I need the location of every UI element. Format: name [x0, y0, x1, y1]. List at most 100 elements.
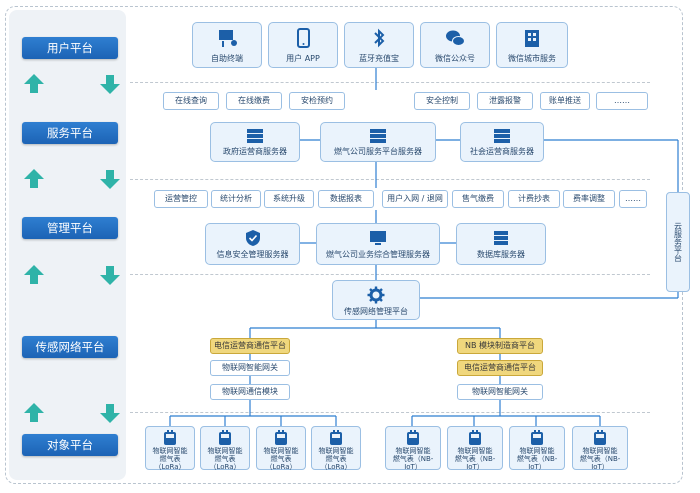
management-function: 统计分析 [211, 190, 261, 208]
user-card-wechat-city-service: 微信城市服务 [496, 22, 568, 68]
service-function: 安检预约 [289, 92, 345, 110]
service-function: 在线缴费 [226, 92, 282, 110]
user-card-label: 蓝牙充值宝 [359, 54, 399, 63]
management-function: 计费抄表 [508, 190, 560, 208]
user-card-user-app: 用户 APP [268, 22, 338, 68]
gas-meter-icon [330, 430, 342, 445]
gas-meter-lora: 物联网智能 燃气表（LoRa） [200, 426, 250, 471]
meter-label-line1: 物联网智能 [152, 447, 188, 455]
user-card-label: 自助终端 [211, 54, 243, 63]
gas-meter-icon [594, 430, 606, 445]
gas-meter-icon [531, 430, 543, 445]
gas-meter-icon [407, 430, 419, 445]
meter-label-line2: 燃气表（NB-IoT） [392, 455, 434, 471]
tier-object-platform: 对象平台 [22, 434, 118, 456]
gas-meter-lora: 物联网智能 燃气表（LoRa） [145, 426, 195, 471]
tier-management-platform: 管理平台 [22, 217, 118, 239]
management-function: 费率调整 [563, 190, 615, 208]
server-icon [247, 129, 263, 143]
gas-meter-icon [164, 430, 176, 445]
gas-meter-icon [469, 430, 481, 445]
service-function: 安全控制 [414, 92, 470, 110]
gas-meter-nb-iot: 物联网智能 燃气表（NB-IoT） [509, 426, 565, 471]
user-card-self-service-terminal: 自助终端 [192, 22, 262, 68]
iot-smart-gateway: 物联网智能网关 [210, 360, 290, 376]
telecom-carrier-platform: 电信运营商通信平台 [210, 338, 290, 354]
gas-meter-lora: 物联网智能 燃气表（LoRa） [256, 426, 306, 471]
meter-label-line1: 物联网智能 [457, 447, 493, 455]
meter-label-line1: 物联网智能 [318, 447, 354, 455]
server-gas-company-service-platform: 燃气公司服务平台服务器 [320, 122, 436, 162]
database-icon [494, 231, 508, 245]
wechat-icon [446, 30, 465, 46]
server-database: 数据库服务器 [456, 223, 546, 265]
server-gas-company-business-management: 燃气公司业务综合管理服务器 [316, 223, 440, 265]
server-social-operator: 社会运营商服务器 [460, 122, 544, 162]
iot-smart-gateway: 物联网智能网关 [457, 384, 543, 400]
separator [130, 412, 650, 413]
meter-label-line2: 燃气表（LoRa） [209, 455, 241, 471]
server-label: 数据库服务器 [477, 250, 525, 259]
server-label: 社会运营商服务器 [470, 147, 534, 156]
management-function: 售气缴费 [452, 190, 504, 208]
gas-meter-nb-iot: 物联网智能 燃气表（NB-IoT） [385, 426, 441, 471]
sensing-network-management-platform: 传感网络管理平台 [332, 280, 420, 320]
meter-label-line2: 燃气表（NB-IoT） [579, 455, 621, 471]
meter-label-line1: 物联网智能 [582, 447, 618, 455]
server-label: 燃气公司业务综合管理服务器 [326, 250, 430, 259]
meter-label-line1: 物联网智能 [263, 447, 299, 455]
gear-icon [367, 286, 385, 304]
bluetooth-icon [374, 28, 385, 48]
user-card-wechat-official: 微信公众号 [420, 22, 490, 68]
shield-icon [245, 230, 260, 246]
gas-meter-lora: 物联网智能 燃气表（LoRa） [311, 426, 361, 471]
meter-label-line2: 燃气表（NB-IoT） [516, 455, 558, 471]
server-icon [370, 129, 386, 143]
self-service-terminal-icon [219, 30, 237, 47]
meter-label-line2: 燃气表（LoRa） [265, 455, 297, 471]
gas-meter-nb-iot: 物联网智能 燃气表（NB-IoT） [572, 426, 628, 471]
server-label: 燃气公司服务平台服务器 [334, 147, 422, 156]
monitor-icon [370, 231, 386, 245]
tier-sensing-network-platform: 传感网络平台 [22, 336, 118, 358]
tier-user-platform: 用户平台 [22, 37, 118, 59]
meter-label-line2: 燃气表（NB-IoT） [454, 455, 496, 471]
meter-label-line1: 物联网智能 [395, 447, 431, 455]
up-down-arrows-icon [24, 169, 120, 189]
mobile-phone-icon [297, 28, 310, 48]
management-function: 数据报表 [318, 190, 374, 208]
meter-label-line2: 燃气表（LoRa） [154, 455, 186, 471]
user-card-bluetooth-recharge: 蓝牙充值宝 [344, 22, 414, 68]
server-info-security: 信息安全管理服务器 [205, 223, 300, 265]
server-label: 政府运营商服务器 [223, 147, 287, 156]
separator [130, 179, 650, 180]
up-down-arrows-icon [24, 74, 120, 94]
up-down-arrows-icon [24, 403, 120, 423]
server-icon [494, 129, 510, 143]
separator [130, 274, 650, 275]
service-function: 泄露报警 [477, 92, 533, 110]
up-down-arrows-icon [24, 265, 120, 285]
gas-meter-nb-iot: 物联网智能 燃气表（NB-IoT） [447, 426, 503, 471]
meter-label-line1: 物联网智能 [519, 447, 555, 455]
cloud-service-platform: 云服务平台 [666, 192, 690, 292]
server-label: 信息安全管理服务器 [216, 250, 289, 259]
iot-communication-module: 物联网通信模块 [210, 384, 290, 400]
gas-meter-icon [275, 430, 287, 445]
management-function: 用户入网 / 退网 [382, 190, 448, 208]
service-function: 账单推送 [540, 92, 590, 110]
management-function: 系统升级 [264, 190, 314, 208]
user-card-label: 用户 APP [286, 54, 320, 63]
separator [130, 82, 650, 83]
gas-meter-icon [219, 430, 231, 445]
platform-label: 传感网络管理平台 [344, 307, 408, 316]
management-function: …… [619, 190, 647, 208]
tier-service-platform: 服务平台 [22, 122, 118, 144]
service-function: …… [596, 92, 648, 110]
meter-label-line2: 燃气表（LoRa） [320, 455, 352, 471]
nb-module-vendor-platform: NB 模块制造商平台 [457, 338, 543, 354]
server-government-operator: 政府运营商服务器 [210, 122, 300, 162]
meter-label-line1: 物联网智能 [207, 447, 243, 455]
building-icon [525, 30, 539, 47]
